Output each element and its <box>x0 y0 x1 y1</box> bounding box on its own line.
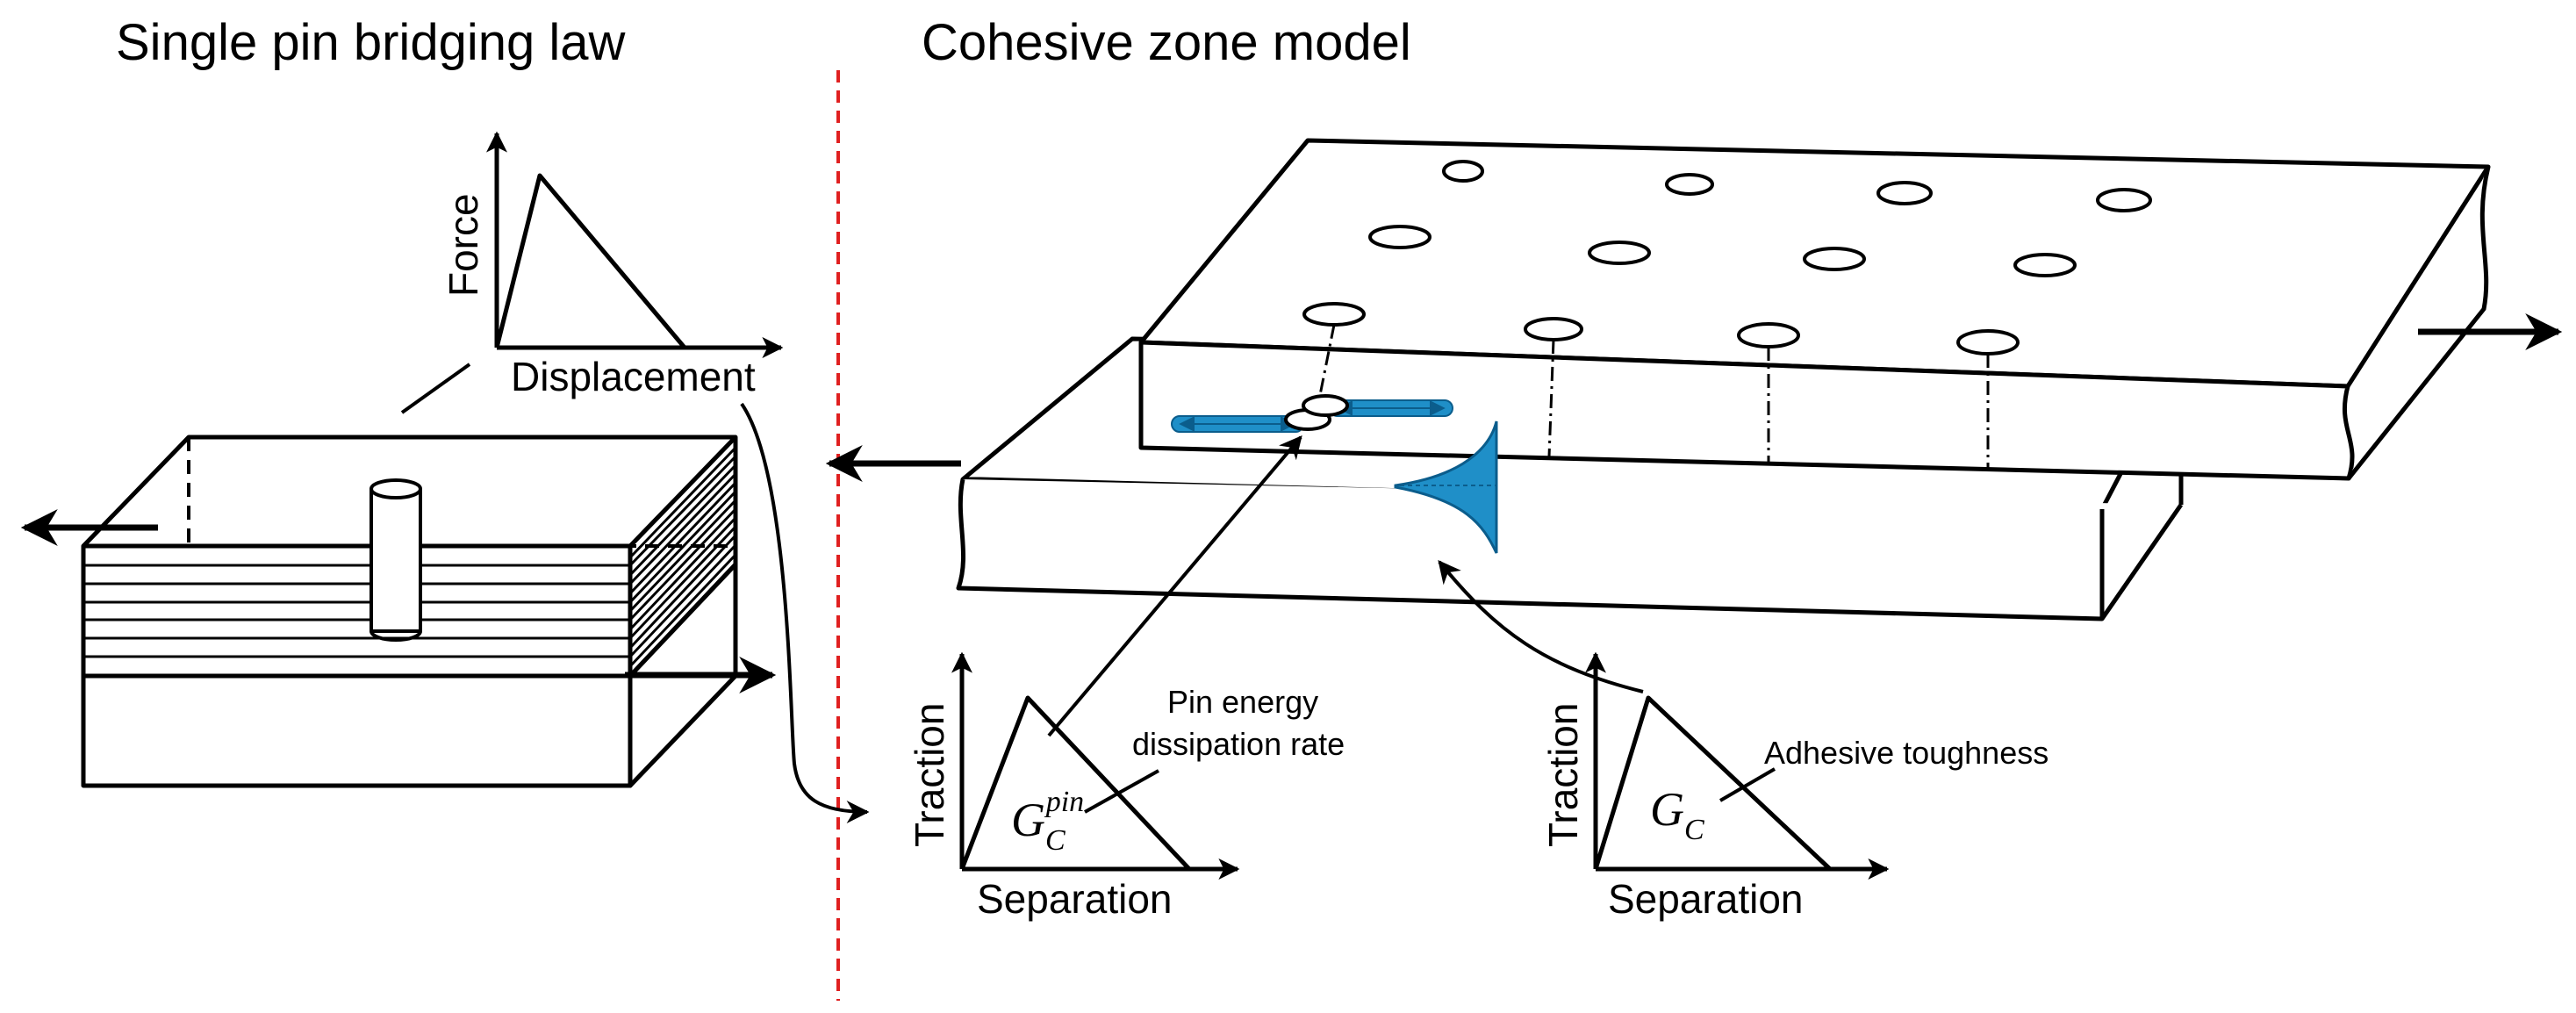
adhesive-separation-axis-label: Separation <box>1608 876 1804 922</box>
pin-hole <box>1368 225 1432 249</box>
right-panel-title: Cohesive zone model <box>922 14 1411 71</box>
pin-body <box>370 487 422 633</box>
adhesive-toughness-label: Adhesive toughness <box>1764 735 2049 771</box>
adhesive-toughness-symbol: GC <box>1650 783 1704 846</box>
lower-adherend-body <box>956 478 2184 621</box>
pin-top <box>370 478 422 499</box>
pin-hole <box>1302 302 1366 327</box>
pin-hole <box>2013 253 2077 277</box>
adhesive-link-arrow <box>1438 559 1644 693</box>
bottom-block-front <box>81 673 633 788</box>
pin-traction-axis-label: Traction <box>907 703 952 847</box>
pin-energy-symbol: GCpin <box>1011 786 1084 857</box>
pin-link-arrow <box>1047 435 1302 737</box>
pin-hole <box>1803 247 1866 271</box>
pin-hole <box>1956 329 2020 356</box>
pin-traction-law <box>959 695 1191 871</box>
force-axis-label: Force <box>441 193 486 297</box>
laminate-plies <box>83 446 737 668</box>
pin-hole <box>1665 173 1714 196</box>
plot-leader-line <box>400 363 471 414</box>
force-displacement-plot: Force Displacement <box>400 131 784 414</box>
pin-energy-leader <box>1084 769 1159 814</box>
displacement-axis-label: Displacement <box>511 354 756 399</box>
pin-energy-label-line2: dissipation rate <box>1132 726 1345 762</box>
adhesive-traction-law <box>1593 695 1832 871</box>
pin-bridging-springs <box>1171 394 1453 433</box>
pin-hole <box>1524 317 1583 341</box>
pin-hole <box>1876 181 1933 205</box>
adhesive-toughness-leader <box>1719 767 1776 802</box>
pin-traction-plot: Traction Separation GCpin Pin energy dis… <box>907 651 1345 922</box>
single-pin-specimen <box>81 435 738 788</box>
upper-adherend-side <box>2347 166 2491 480</box>
adhesive-traction-axis-label: Traction <box>1540 703 1586 847</box>
pin-hole <box>2096 188 2152 212</box>
bridging-law-curve <box>494 173 686 349</box>
pin-hole <box>1442 160 1484 183</box>
pin-hole <box>1588 241 1651 265</box>
pin-hole <box>1737 322 1800 348</box>
left-panel-title: Single pin bridging law <box>116 14 626 71</box>
adhesive-traction-plot: Traction Separation GC Adhesive toughnes… <box>1540 651 2049 922</box>
cohesive-specimen <box>956 138 2491 621</box>
pin-bottom <box>370 630 422 642</box>
pin-energy-label-line1: Pin energy <box>1167 684 1318 720</box>
pin-separation-axis-label: Separation <box>977 876 1173 922</box>
law-transfer-arrow <box>740 402 870 823</box>
cohesive-zone-wedge <box>1394 420 1498 554</box>
